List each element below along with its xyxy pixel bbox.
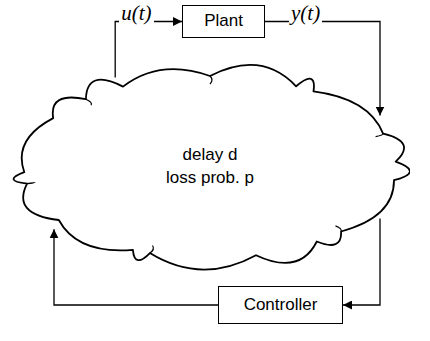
process-box: Plant <box>182 5 265 38</box>
cloud-curl <box>376 134 384 137</box>
cloud-curl <box>336 226 342 232</box>
cloud-curl <box>86 99 92 105</box>
node-text: delay d <box>183 144 238 167</box>
cloud-curl <box>210 76 212 84</box>
network-cloud: delay dloss prob. p <box>10 62 410 272</box>
cloud-shape <box>14 65 410 270</box>
node-text: loss prob. p <box>166 167 254 190</box>
cloud-curl <box>27 182 35 184</box>
controller-box: Controller <box>218 286 343 324</box>
cloud-curl <box>150 246 154 254</box>
node-text: Controller <box>244 294 318 317</box>
signal-label: u(t) <box>119 2 153 25</box>
signal-label: y(t) <box>289 2 322 25</box>
node-text: Plant <box>204 10 243 33</box>
cloud-outline <box>10 62 410 272</box>
signal-arrow <box>343 219 380 306</box>
